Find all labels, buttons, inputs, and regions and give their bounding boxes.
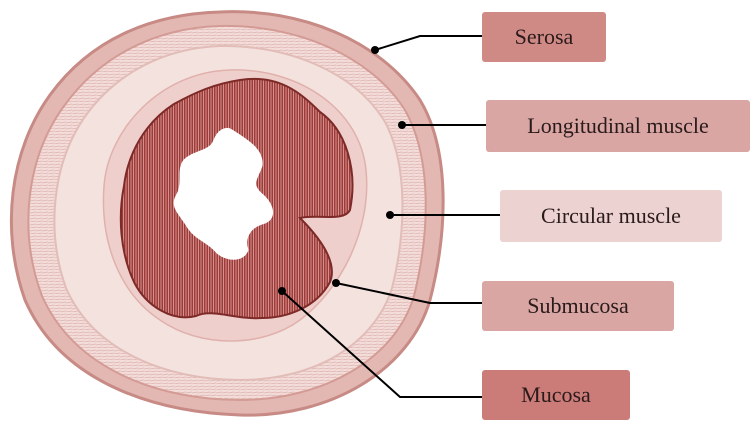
circular-pointer-dot — [386, 211, 394, 219]
submucosa-pointer-dot — [332, 279, 340, 287]
mucosa-label: Mucosa — [482, 370, 630, 420]
serosa-leader-line — [375, 36, 482, 50]
longitudinal-pointer-dot — [398, 121, 406, 129]
longitudinal-muscle-label: Longitudinal muscle — [486, 100, 750, 152]
serosa-pointer-dot — [371, 46, 379, 54]
circular-muscle-label: Circular muscle — [500, 190, 722, 242]
mucosa-pointer-dot — [278, 287, 286, 295]
submucosa-label: Submucosa — [482, 281, 674, 331]
serosa-label: Serosa — [482, 12, 606, 62]
